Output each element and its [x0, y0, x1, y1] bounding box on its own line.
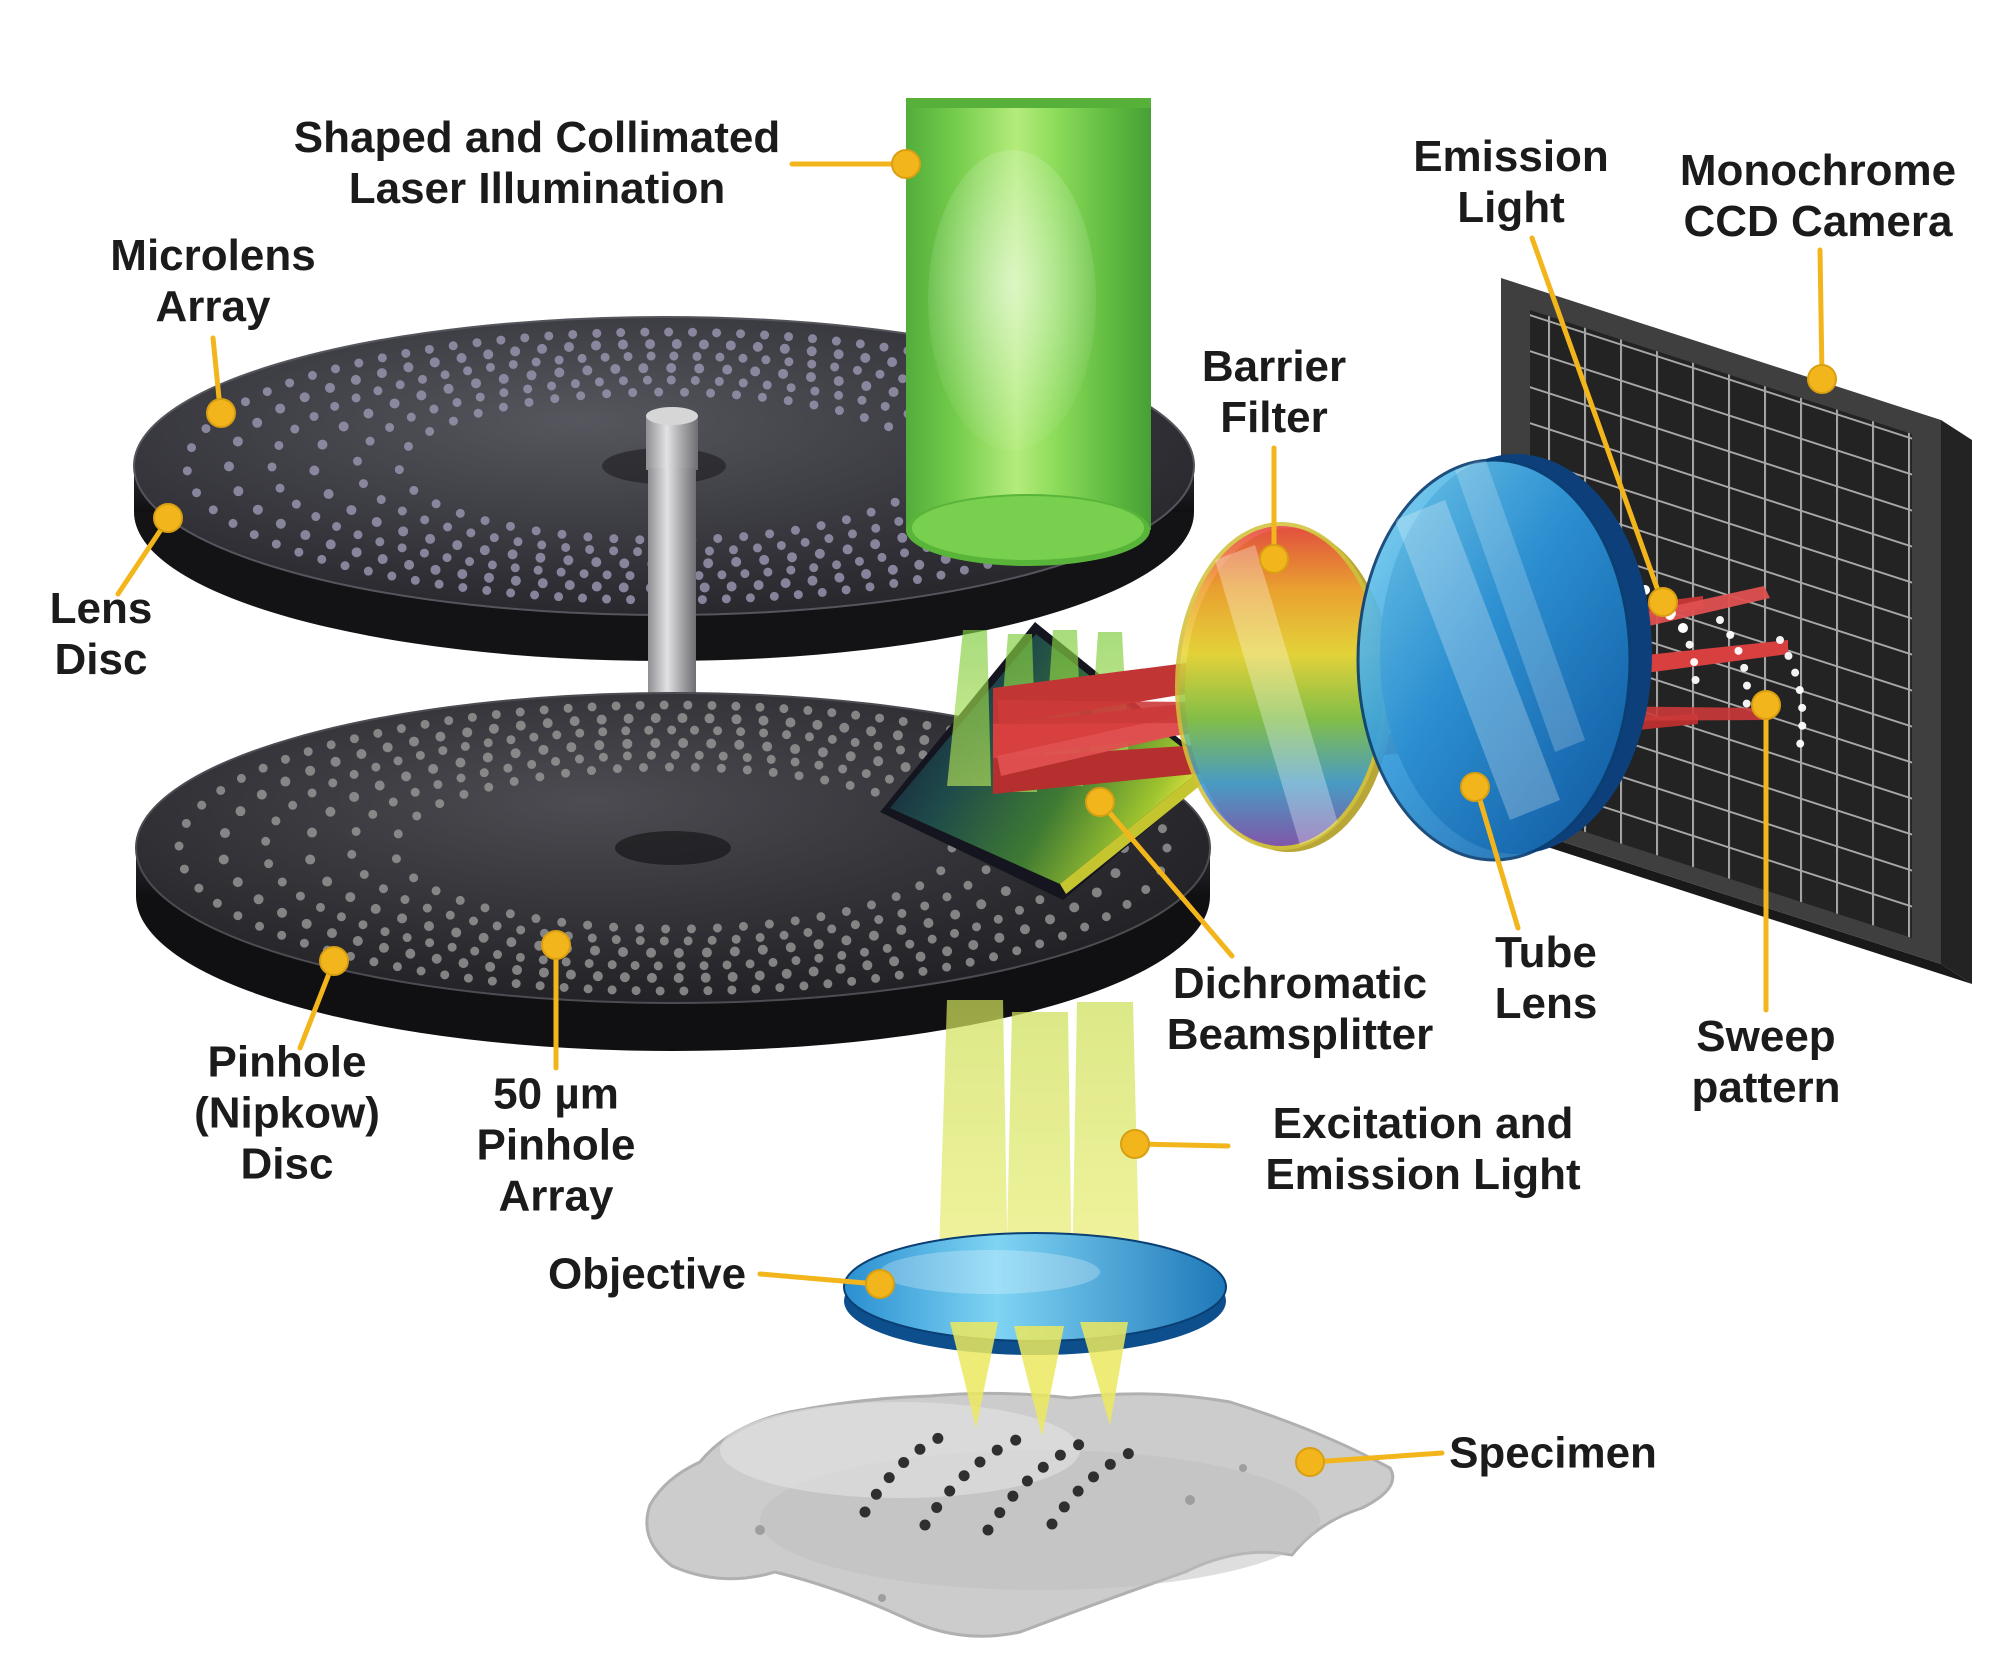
- leader-lens-disc: [115, 519, 169, 597]
- label-microlens-array: Microlens Array: [110, 230, 316, 331]
- leader-specimen: [1310, 1450, 1445, 1465]
- leader-dot-microlens: [206, 398, 236, 428]
- leader-dot-ccd: [1807, 364, 1837, 394]
- label-excitation-emission: Excitation and Emission Light: [1265, 1098, 1581, 1199]
- label-pinhole-disc: Pinhole (Nipkow) Disc: [194, 1037, 380, 1189]
- leader-lines: [115, 161, 1825, 1465]
- excitation-emission-beams: [938, 1000, 1140, 1288]
- label-objective: Objective: [547, 1249, 747, 1299]
- laser-beam-cylinder: [906, 98, 1151, 566]
- label-dichromatic: Dichromatic Beamsplitter: [1166, 958, 1434, 1059]
- label-laser-illumination: Shaped and Collimated Laser Illumination: [293, 112, 781, 213]
- label-ccd-camera: Monochrome CCD Camera: [1679, 145, 1957, 246]
- leader-dot-excitation: [1120, 1129, 1150, 1159]
- tube-lens: [1356, 454, 1652, 862]
- leader-microlens: [210, 335, 223, 411]
- leader-dichromatic: [1100, 802, 1235, 959]
- leader-dot-objective: [865, 1269, 895, 1299]
- leader-dot-pinhole-disc: [319, 946, 349, 976]
- leader-dot-specimen: [1295, 1447, 1325, 1477]
- objective-lens: [843, 1232, 1227, 1355]
- leader-ccd: [1817, 247, 1825, 379]
- leader-dot-tube-lens: [1460, 772, 1490, 802]
- leader-dot-barrier: [1259, 544, 1289, 574]
- label-tube-lens: Tube Lens: [1494, 927, 1598, 1028]
- specimen-scan-dots: [859, 1426, 1146, 1536]
- leader-dots: [153, 149, 1837, 1477]
- leader-dot-lens-disc: [153, 503, 183, 533]
- label-pinhole-array: 50 µm Pinhole Array: [476, 1069, 636, 1221]
- label-sweep-pattern: Sweep pattern: [1691, 1011, 1841, 1112]
- leader-excitation: [1135, 1141, 1231, 1149]
- barrier-filter: [1175, 522, 1393, 852]
- specimen-blob: [645, 1391, 1395, 1638]
- label-barrier-filter: Barrier Filter: [1201, 341, 1347, 442]
- leader-dot-dichromatic: [1085, 787, 1115, 817]
- focused-beam-cones: [950, 1322, 1128, 1436]
- leader-tube-lens: [1474, 787, 1521, 931]
- sweep-pattern-dots: [1656, 596, 1807, 749]
- label-lens-disc: Lens Disc: [49, 583, 153, 684]
- label-emission-light: Emission Light: [1413, 131, 1609, 232]
- leader-dot-laser: [891, 149, 921, 179]
- leader-dot-emission: [1648, 587, 1678, 617]
- label-specimen: Specimen: [1449, 1428, 1657, 1478]
- leader-objective: [757, 1271, 880, 1287]
- leader-emission: [1529, 235, 1664, 602]
- leader-dot-pinhole-array: [541, 930, 571, 960]
- leader-dot-sweep: [1751, 690, 1781, 720]
- leader-pinhole-disc: [297, 963, 335, 1051]
- ccd-sensor-grid: [1530, 310, 1912, 938]
